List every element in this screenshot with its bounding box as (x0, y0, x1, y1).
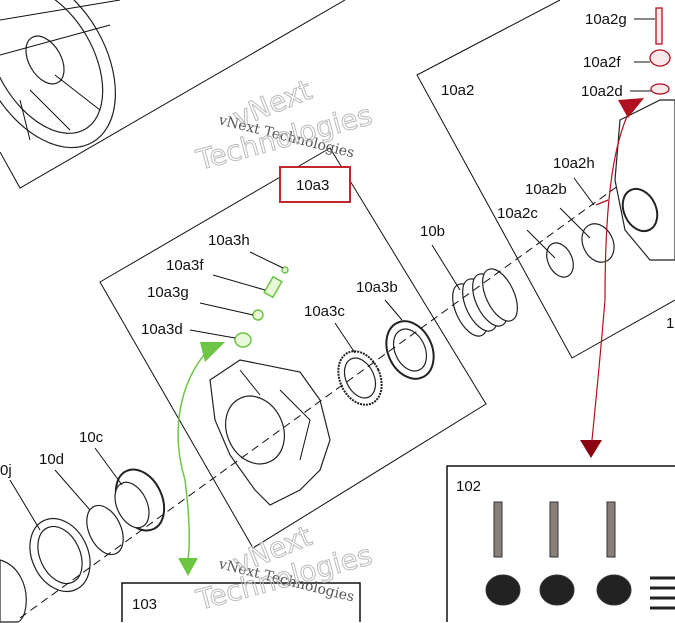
label-10a2g: 10a2g (585, 11, 627, 28)
green-link-arrow (177, 347, 211, 561)
wheel-part (0, 0, 121, 149)
panel-frame-top-left (0, 0, 346, 189)
ring-part-10d (86, 504, 124, 556)
label-10a3b: 10a3b (356, 279, 398, 296)
green-sensor-parts (234, 266, 289, 348)
sleeve-part-10a2b (581, 223, 615, 263)
red-arrowhead-bottom (580, 440, 602, 458)
label-10a2: 10a2 (441, 82, 474, 99)
bearing-part-10c (114, 468, 166, 532)
label-10a3c: 10a3c (304, 303, 345, 320)
green-arrowhead-bottom (178, 558, 198, 576)
axis-centerline (19, 169, 641, 619)
label-10a2c: 10a2c (497, 205, 538, 222)
label-10a3f: 10a3f (166, 257, 204, 274)
label-10a3g: 10a3g (147, 284, 189, 301)
label-10a2d: 10a2d (581, 83, 623, 100)
panel-frame-102 (446, 465, 675, 622)
hub-assembly-part (614, 99, 675, 261)
label-10a3: 10a3 (296, 177, 329, 194)
label-10b: 10b (420, 223, 445, 240)
label-10a2f: 10a2f (583, 54, 621, 71)
knuckle-housing-part (209, 359, 331, 506)
label-10j: 0j (0, 462, 12, 479)
label-10d: 10d (39, 451, 64, 468)
hub-part (0, 559, 27, 623)
label-102: 102 (456, 478, 481, 495)
label-10c: 10c (79, 429, 104, 446)
abs-ring-part (337, 350, 383, 406)
label-10a2b: 10a2b (525, 181, 567, 198)
panel-frame-103 (121, 582, 361, 622)
red-link-arrow (591, 109, 631, 441)
panel-frame-10a3 (99, 147, 487, 549)
gasket-part-10j (29, 517, 91, 593)
spring-part (452, 268, 518, 337)
label-103: 103 (132, 596, 157, 613)
label-edge-partial: 1 (666, 315, 674, 332)
label-10a3h: 10a3h (208, 232, 250, 249)
panel-frame-10a2 (416, 0, 675, 359)
label-10a2h: 10a2h (553, 155, 595, 172)
red-fastener-parts (595, 7, 671, 206)
label-10a3d: 10a3d (141, 321, 183, 338)
pin-parts-102 (485, 501, 675, 610)
green-arrowhead-top (200, 342, 225, 362)
clip-part-10a2c (546, 242, 574, 278)
red-arrowhead-top (618, 98, 644, 118)
highlight-box-10a3 (279, 166, 351, 203)
seal-part (385, 320, 435, 380)
